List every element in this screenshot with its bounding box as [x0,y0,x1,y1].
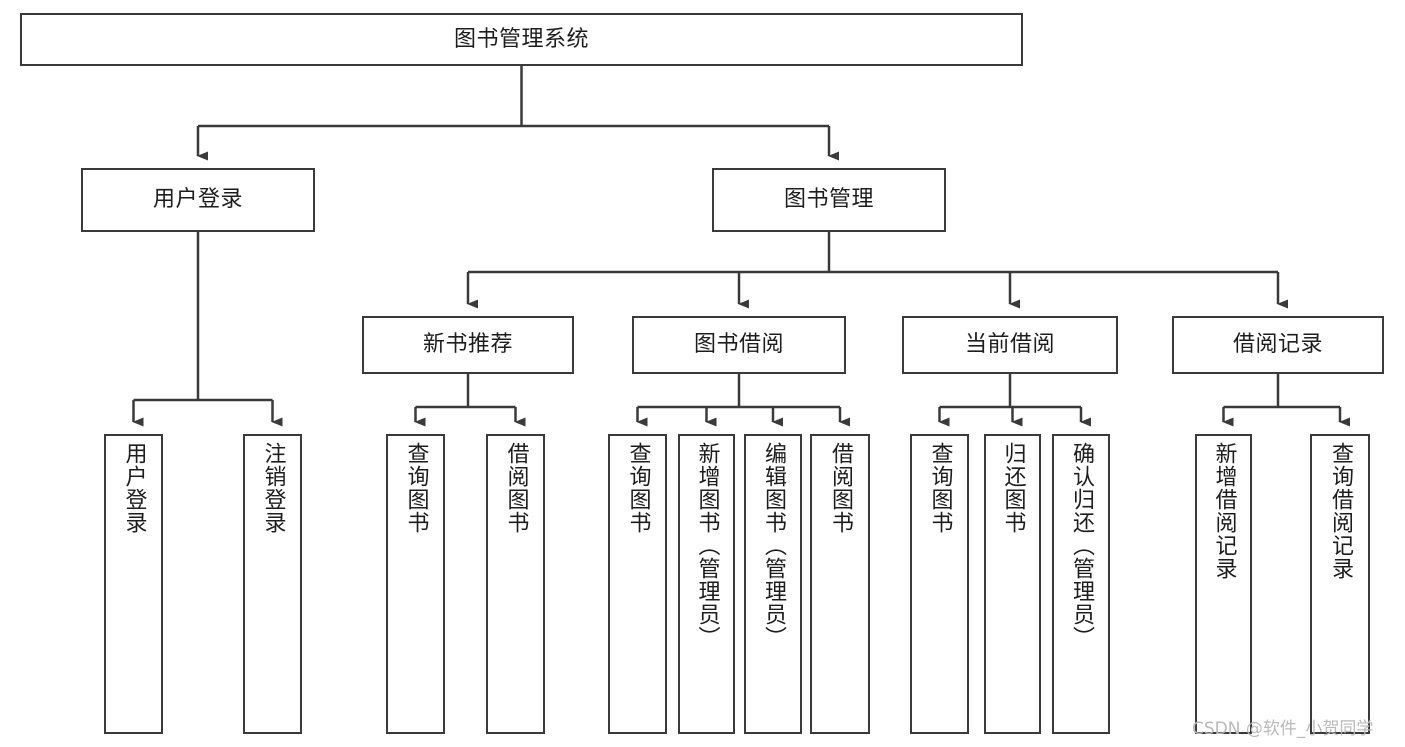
node-new-book-recommendation-label: 新书推荐 [422,332,513,358]
leaf-add-borrow-record[interactable]: 新增借阅记录 [1195,434,1252,734]
node-borrow-records-label: 借阅记录 [1232,332,1323,358]
leaf-edit-book-admin-label: 编辑图书（管理员） [760,442,786,649]
leaf-add-book-admin[interactable]: 新增图书（管理员） [678,434,735,734]
node-new-book-recommendation[interactable]: 新书推荐 [362,316,574,374]
node-root-label: 图书管理系统 [453,26,589,52]
leaf-query-books-recommend[interactable]: 查询图书 [386,434,445,734]
leaf-return-book-label: 归还图书 [1000,442,1026,534]
node-book-borrow[interactable]: 图书借阅 [632,316,846,374]
leaf-query-books-current-label: 查询图书 [927,442,953,534]
leaf-query-books-recommend-label: 查询图书 [403,442,429,534]
leaf-add-borrow-record-label: 新增借阅记录 [1211,442,1237,580]
leaf-logout[interactable]: 注销登录 [243,434,302,734]
leaf-logout-label: 注销登录 [260,442,286,534]
node-book-management[interactable]: 图书管理 [712,168,946,232]
node-user-login-label: 用户登录 [152,187,243,213]
leaf-user-login[interactable]: 用户登录 [104,434,163,734]
leaf-query-books-borrow-label: 查询图书 [625,442,651,534]
leaf-return-book[interactable]: 归还图书 [984,434,1041,734]
leaf-query-borrow-record-label: 查询借阅记录 [1327,442,1353,580]
node-current-borrow-label: 当前借阅 [964,332,1055,358]
leaf-query-books-borrow[interactable]: 查询图书 [608,434,667,734]
leaf-edit-book-admin[interactable]: 编辑图书（管理员） [744,434,802,734]
leaf-query-borrow-record[interactable]: 查询借阅记录 [1310,434,1370,734]
leaf-confirm-return-admin[interactable]: 确认归还（管理员） [1052,434,1110,734]
leaf-borrow-books-recommend-label: 借阅图书 [503,442,529,534]
node-root[interactable]: 图书管理系统 [20,13,1023,66]
node-book-borrow-label: 图书借阅 [693,332,784,358]
leaf-borrow-book-label: 借阅图书 [827,442,853,534]
watermark: CSDN @软件_小贺同学 [1192,719,1374,739]
node-borrow-records[interactable]: 借阅记录 [1172,316,1384,374]
leaf-borrow-books-recommend[interactable]: 借阅图书 [486,434,545,734]
leaf-borrow-book[interactable]: 借阅图书 [810,434,870,734]
leaf-confirm-return-admin-label: 确认归还（管理员） [1068,442,1094,649]
leaf-add-book-admin-label: 新增图书（管理员） [694,442,720,649]
leaf-query-books-current[interactable]: 查询图书 [910,434,969,734]
leaf-user-login-label: 用户登录 [121,442,147,534]
node-current-borrow[interactable]: 当前借阅 [902,316,1118,374]
node-user-login[interactable]: 用户登录 [81,168,315,232]
node-book-management-label: 图书管理 [783,187,874,213]
